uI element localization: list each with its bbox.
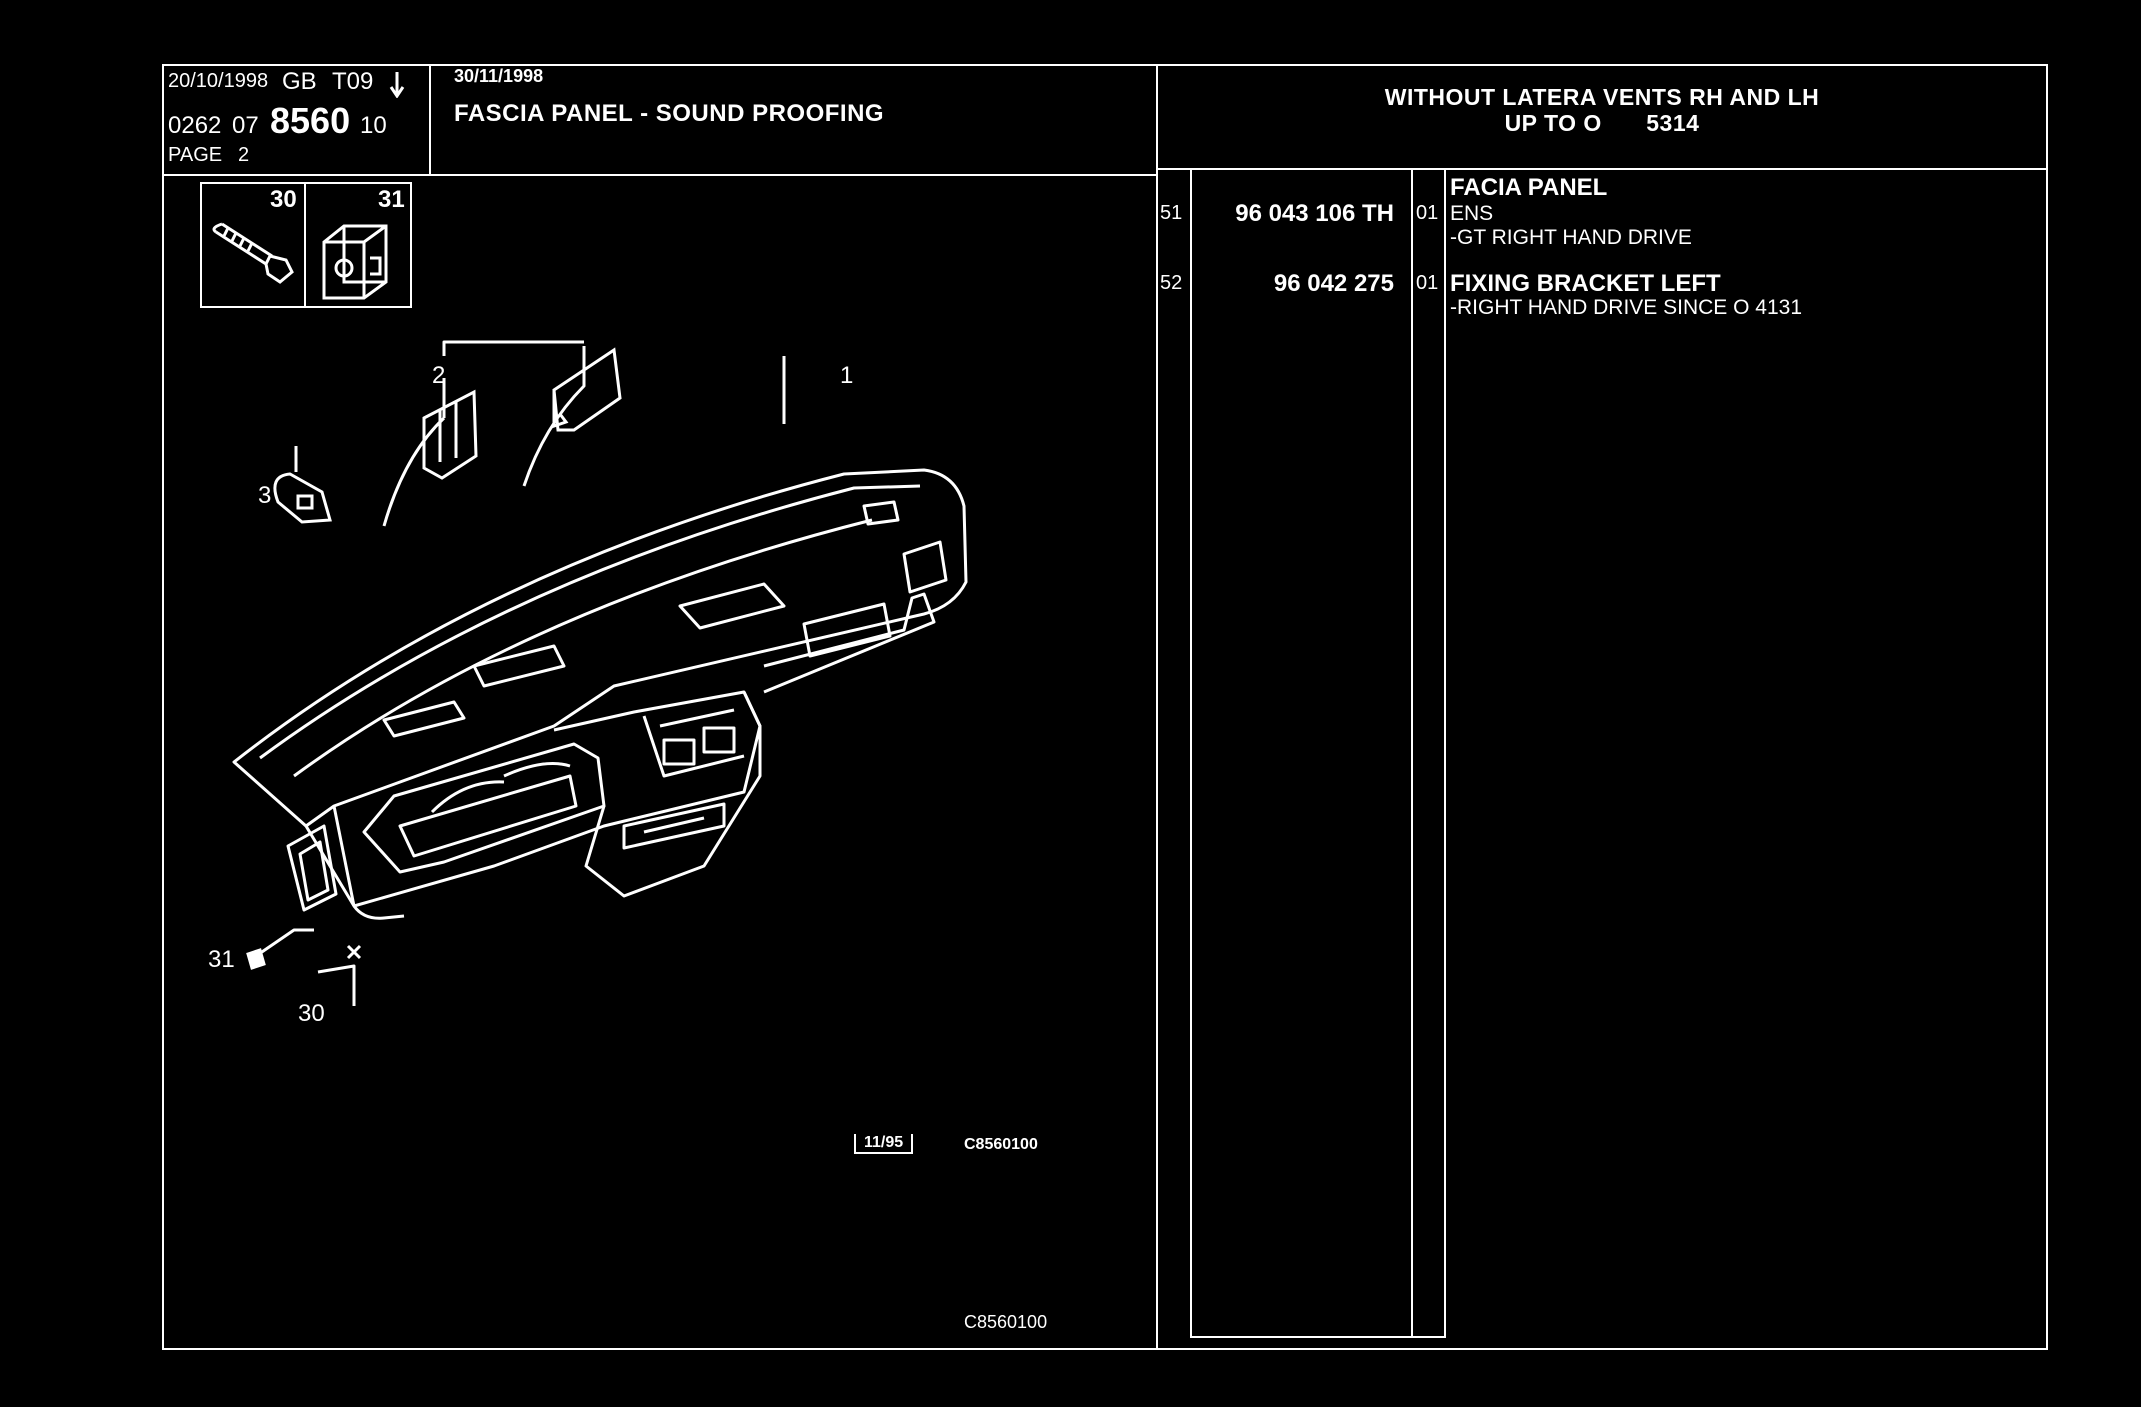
bolt-icon [212, 222, 294, 284]
part-ref: 51 [1160, 202, 1183, 224]
header-group-code: 0262 [168, 112, 222, 139]
callout-31: 31 [208, 946, 235, 973]
page-number: 2 [238, 144, 250, 166]
callout-2: 2 [432, 362, 446, 389]
condition-prefix: UP TO O [1504, 110, 1602, 136]
plate-number: 8560 [270, 100, 351, 141]
plate-suffix: 10 [360, 112, 387, 139]
part-qty: 01 [1416, 272, 1439, 294]
header-date: 20/10/1998 [168, 70, 269, 92]
header-country: GB [282, 68, 317, 95]
callout-1: 1 [840, 362, 854, 389]
part-description: FACIA PANEL [1450, 174, 1608, 201]
callout-30: 30 [298, 1000, 325, 1027]
main-divider [1156, 66, 1158, 1348]
fascia-panel-diagram [232, 340, 968, 1006]
part-number: 96 042 275 [1273, 270, 1394, 297]
table-col-line-1 [1190, 170, 1192, 1338]
part-qty: 01 [1416, 202, 1439, 224]
condition-line-2: UP TO O 5314 [1158, 110, 2046, 137]
page-label: PAGE [168, 144, 223, 166]
drawing-code: C8560100 [964, 1136, 1038, 1153]
revision-date: 30/11/1998 [454, 66, 544, 86]
part-description: FIXING BRACKET LEFT [1450, 270, 1721, 297]
drawing-date-box: 11/95 [854, 1134, 914, 1154]
clip-nut-icon [322, 224, 388, 300]
condition-value: 5314 [1646, 110, 1700, 136]
part-ref: 52 [1160, 272, 1183, 294]
header-section: T09 [332, 68, 374, 95]
part-number: 96 043 106 TH [1235, 200, 1394, 227]
detail-label-30: 30 [270, 186, 297, 213]
table-col-line-3 [1444, 170, 1446, 1338]
header-group-sub: 07 [232, 112, 259, 139]
header-divider-right [1158, 168, 2046, 170]
detail-box-divider [304, 184, 306, 306]
part-sub-line: -GT RIGHT HAND DRIVE [1450, 226, 1692, 249]
table-bottom-line [1190, 1336, 1446, 1338]
down-arrow-icon [388, 72, 406, 103]
part-sub-line: ENS [1450, 202, 1494, 225]
callout-3: 3 [258, 482, 272, 509]
footer-drawing-code: C8560100 [964, 1312, 1048, 1332]
condition-line-1: WITHOUT LATERA VENTS RH AND LH [1384, 84, 1820, 110]
table-col-line-2 [1411, 170, 1413, 1338]
part-sub-line: -RIGHT HAND DRIVE SINCE O 4131 [1450, 296, 1803, 319]
detail-label-31: 31 [378, 186, 405, 213]
page-title: FASCIA PANEL - SOUND PROOFING [454, 100, 885, 127]
parts-sheet: 20/10/1998 GB T09 0262 07 8560 10 PAGE 2… [162, 64, 2048, 1350]
header-divider-sep [429, 66, 431, 176]
detail-box: 30 31 [200, 182, 412, 308]
header-divider-left [164, 174, 1156, 176]
